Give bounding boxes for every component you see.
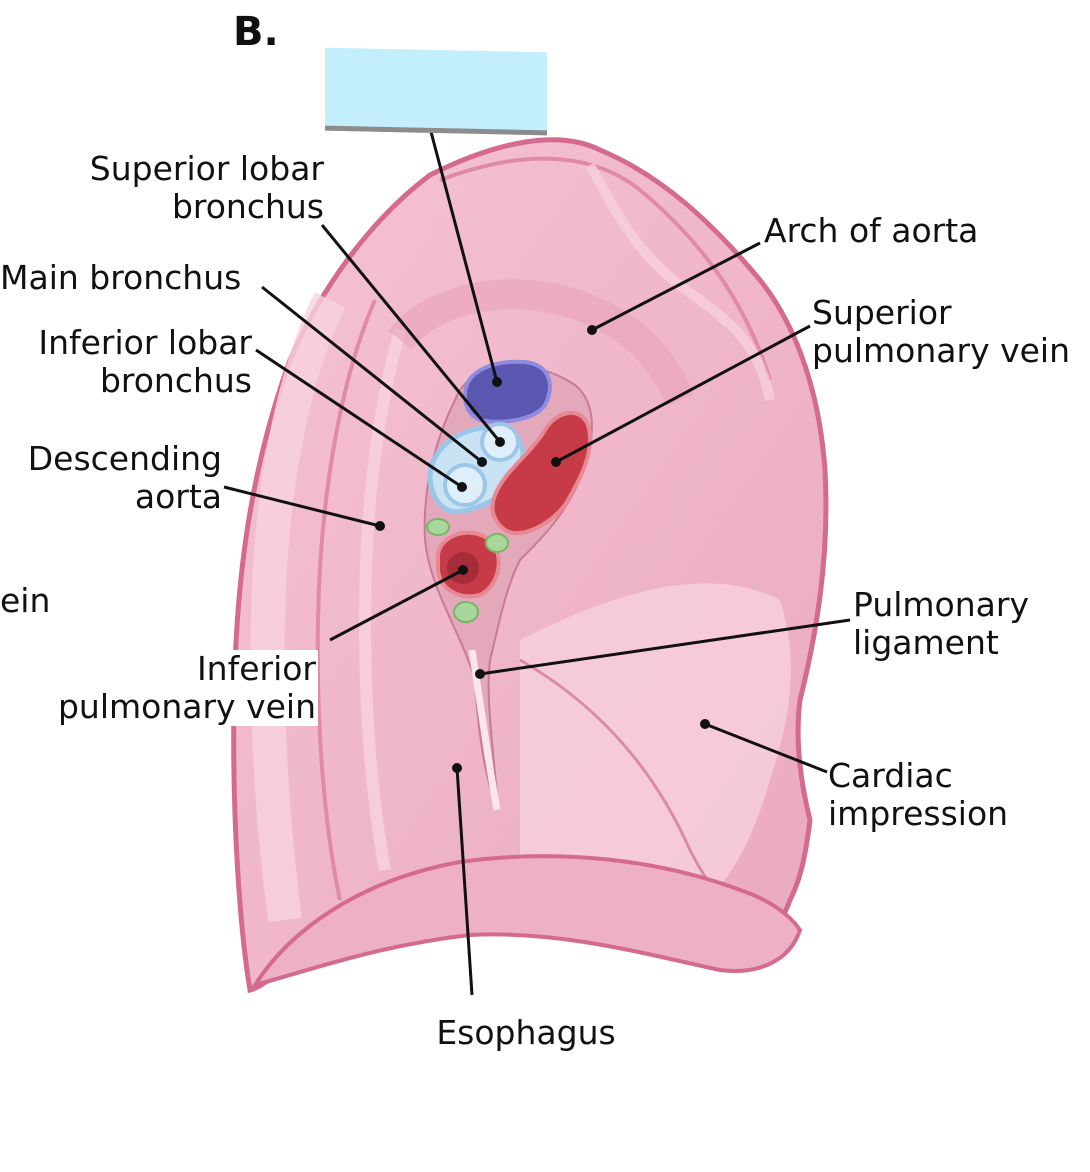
pointer-dot bbox=[495, 437, 505, 447]
label-descending-aorta: Descending aorta bbox=[27, 439, 222, 516]
pointer-dot bbox=[475, 669, 485, 679]
lymph-node bbox=[485, 533, 509, 553]
label-partial-cut: ein bbox=[0, 581, 51, 620]
label-superior-lobar-bronchus: Superior lobar bronchus bbox=[89, 149, 324, 226]
descending-aorta-groove-edge bbox=[315, 299, 377, 901]
pointer-dot bbox=[375, 521, 385, 531]
label-pulmonary-ligament: Pulmonary ligament bbox=[853, 585, 1029, 662]
leader-pulmonary-ligament bbox=[479, 618, 851, 676]
leader-superior-pulmonary-vein bbox=[555, 324, 811, 464]
superior-pulmonary-vein-shape bbox=[490, 410, 593, 536]
leader-hidden-label bbox=[428, 127, 499, 383]
leader-superior-lobar-bronchus bbox=[320, 224, 502, 443]
descending-aorta-groove bbox=[250, 292, 346, 923]
pointer-dot bbox=[587, 325, 597, 335]
lymph-node bbox=[453, 601, 479, 623]
lung-base bbox=[250, 854, 803, 989]
panel-letter: B. bbox=[233, 9, 279, 55]
label-inferior-lobar-bronchus: Inferior lobar bronchus bbox=[38, 323, 252, 400]
leader-cardiac-impression bbox=[704, 722, 828, 774]
hidden-answer-box[interactable] bbox=[325, 47, 547, 136]
pointer-dots bbox=[375, 325, 710, 773]
lung-upper-ridge bbox=[439, 156, 772, 381]
descending-aorta-groove-edge-inner bbox=[358, 328, 406, 872]
leader-descending-aorta bbox=[223, 485, 381, 528]
pointer-dot bbox=[452, 763, 462, 773]
cardiac-impression-area bbox=[520, 583, 791, 905]
leader-lines bbox=[223, 127, 851, 996]
label-main-bronchus: Main bronchus bbox=[0, 258, 242, 297]
pointer-dot bbox=[551, 457, 561, 467]
lung-upper-fold bbox=[585, 162, 775, 401]
label-esophagus: Esophagus bbox=[436, 1013, 616, 1052]
label-inferior-pulmonary-vein: Inferior pulmonary vein bbox=[36, 650, 318, 726]
leader-inferior-pulmonary-vein bbox=[329, 568, 464, 642]
leader-esophagus bbox=[455, 767, 474, 996]
arch-of-aorta-groove bbox=[388, 279, 694, 406]
pulmonary-ligament-strip bbox=[468, 649, 501, 811]
pointer-dot bbox=[492, 377, 502, 387]
leader-inferior-lobar-bronchus bbox=[255, 348, 463, 489]
pointer-dot bbox=[700, 719, 710, 729]
label-cardiac-impression: Cardiac impression bbox=[828, 756, 1009, 833]
leader-arch-of-aorta bbox=[591, 241, 761, 332]
label-arch-of-aorta: Arch of aorta bbox=[764, 211, 979, 250]
pointer-dot bbox=[477, 457, 487, 467]
leader-main-bronchus bbox=[261, 285, 483, 464]
label-superior-pulmonary-vein: Superior pulmonary vein bbox=[812, 293, 1071, 370]
pointer-dot bbox=[457, 482, 467, 492]
pointer-dot bbox=[458, 565, 468, 575]
lymph-node bbox=[426, 518, 450, 536]
